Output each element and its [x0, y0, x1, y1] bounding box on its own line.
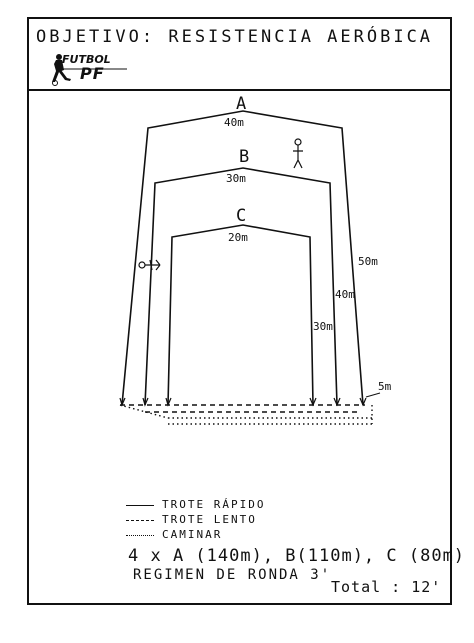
circuit-a-side-distance: 50m	[358, 255, 378, 268]
arrow-c-right	[309, 397, 317, 407]
circuit-a-top-distance: 40m	[224, 116, 244, 129]
bottom-distance: 5m	[378, 380, 392, 393]
circuit-b-side-distance: 40m	[335, 288, 355, 301]
circuit-b-top-distance: 30m	[226, 172, 246, 185]
legend-swatch-dashed	[126, 520, 154, 521]
legend-label: CAMINAR	[162, 528, 223, 541]
circuit-a-outline	[121, 110, 364, 406]
arrow-a-left	[119, 397, 126, 407]
circuit-c-outline	[167, 224, 314, 406]
legend-swatch-solid	[126, 505, 154, 506]
repetitions-summary: 4 x A (140m), B(110m), C (80m)	[128, 546, 466, 566]
header-divider	[27, 89, 452, 91]
legend-label: TROTE RÁPIDO	[162, 498, 266, 511]
runner-icon-left	[138, 259, 161, 271]
logo-word-futbol: FUTBOL	[62, 53, 111, 66]
futbolpf-logo	[52, 54, 127, 86]
logo-word-pf: PF	[80, 64, 105, 83]
regimen-text: REGIMEN DE RONDA 3'	[133, 567, 332, 583]
worksheet-frame	[27, 17, 452, 605]
return-dotted-left	[119, 404, 169, 419]
circuit-a-letter: A	[236, 94, 246, 114]
player-icon	[52, 54, 71, 86]
circuit-b	[144, 167, 338, 406]
total-time: Total : 12'	[331, 578, 442, 596]
legend-label: TROTE LENTO	[162, 513, 257, 526]
page-title: OBJETIVO: RESISTENCIA AERÓBICA	[36, 27, 434, 47]
legend-swatch-dotted	[126, 535, 154, 536]
runner-icon	[293, 138, 303, 169]
arrow-a-right	[359, 397, 367, 407]
arrow-b-left	[142, 397, 149, 407]
return-paths	[119, 404, 373, 425]
base-markers	[119, 397, 367, 407]
circuit-c-top-distance: 20m	[228, 231, 248, 244]
circuit-b-outline	[144, 167, 338, 406]
circuit-c-letter: C	[236, 206, 246, 226]
bottom-distance-pointer	[365, 392, 381, 398]
circuit-c-side-distance: 30m	[313, 320, 333, 333]
circuit-b-letter: B	[239, 147, 249, 167]
arrow-b-right	[333, 397, 341, 407]
arrow-c-left	[165, 397, 172, 407]
circuit-c	[167, 224, 314, 406]
circuit-a	[121, 110, 364, 406]
